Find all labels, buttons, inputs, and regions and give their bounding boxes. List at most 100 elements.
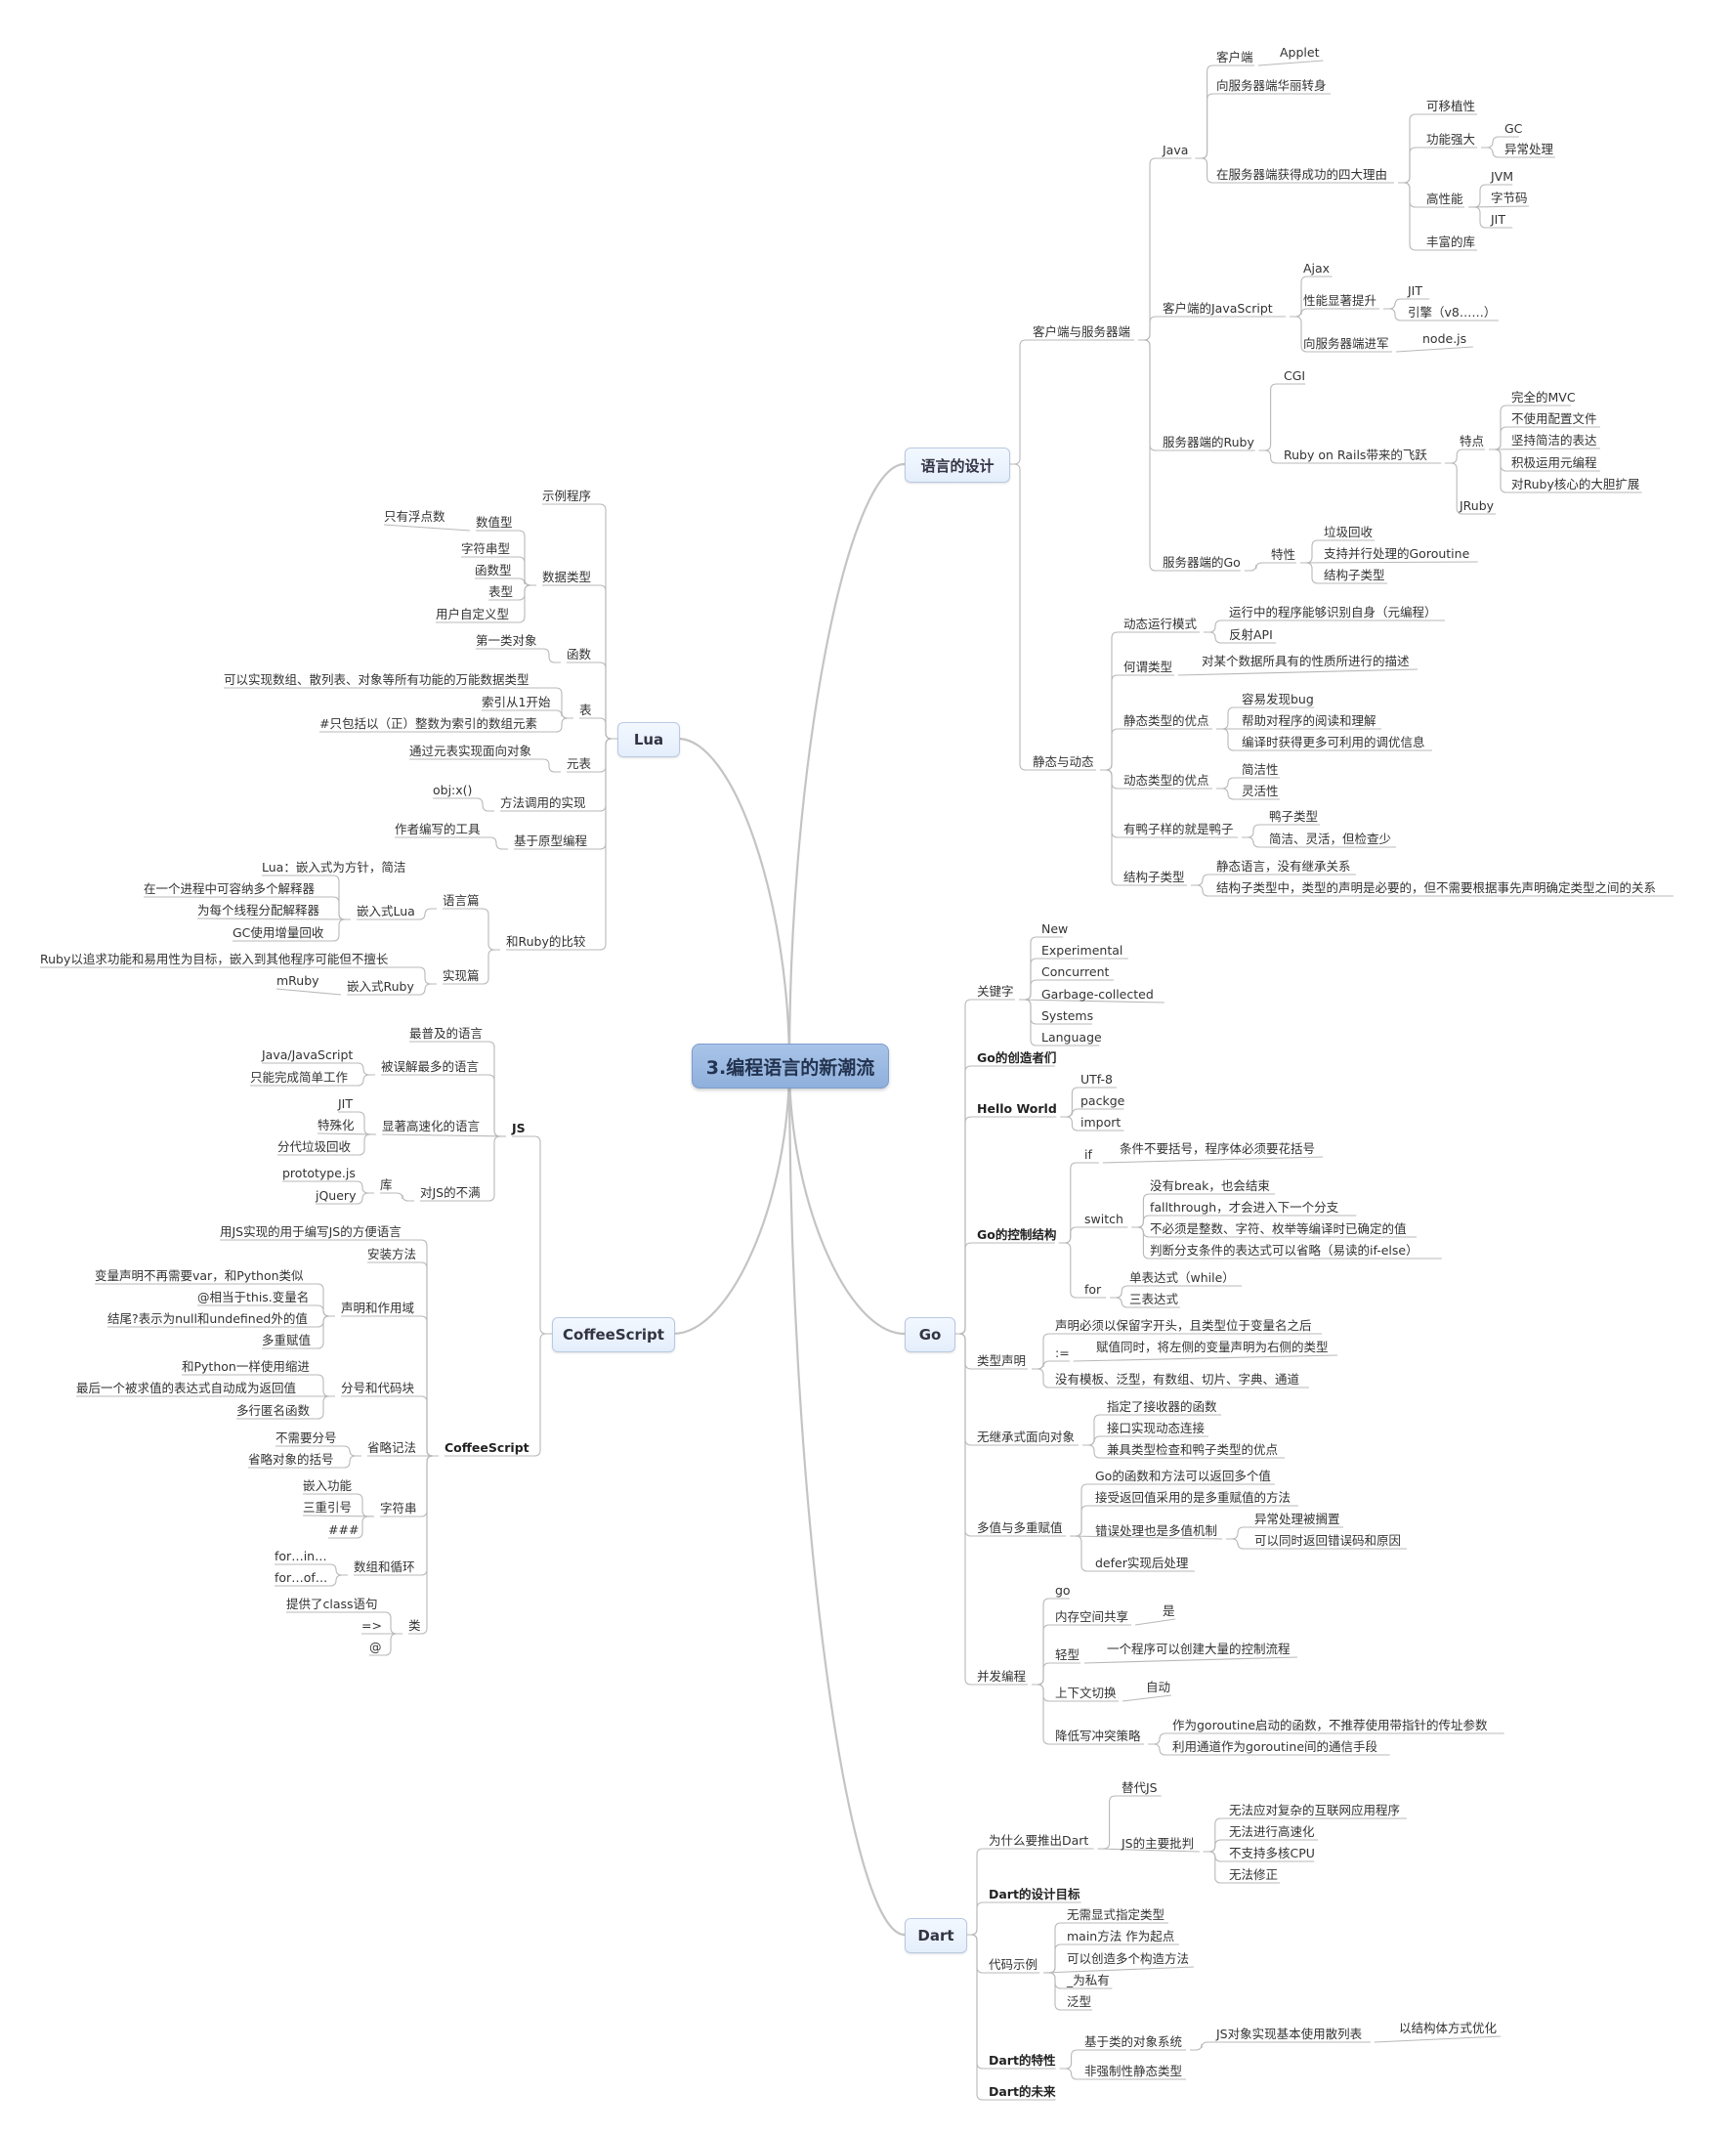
topic-node[interactable]: CGI [1284,368,1306,383]
topic-node[interactable]: Java/JavaScript [262,1047,354,1062]
topic-node[interactable]: 客户端 [1216,50,1253,64]
topic-node[interactable]: 被误解最多的语言 [381,1059,480,1074]
topic-node[interactable]: 异常处理 [1504,142,1554,156]
topic-node[interactable]: 动态运行模式 [1123,617,1198,631]
topic-node[interactable]: 容易发现bug [1242,692,1314,706]
topic-node[interactable]: 特点 [1460,434,1485,448]
topic-node[interactable]: 性能显著提升 [1303,293,1377,308]
topic-node[interactable]: 非强制性静态类型 [1084,2064,1183,2078]
topic-node[interactable]: 嵌入功能 [303,1478,353,1493]
topic-node[interactable]: UTf-8 [1080,1072,1113,1087]
topic-node[interactable]: 自动 [1146,1680,1171,1694]
topic-node[interactable]: 判断分支条件的表达式可以省略（易读的if-else） [1150,1243,1418,1258]
topic-node[interactable]: 结尾?表示为null和undefined外的值 [107,1311,308,1326]
topic-node[interactable]: GC [1504,121,1523,136]
topic-node[interactable]: 不需要分号 [275,1430,337,1445]
topic-node[interactable]: Ajax [1303,261,1331,276]
topic-node[interactable]: 第一类对象 [476,633,537,648]
topic-node[interactable]: main方法 作为起点 [1067,1929,1175,1943]
topic-node[interactable]: Dart的未来 [989,2084,1056,2099]
topic-node[interactable]: 条件不要括号，程序体必须要花括号 [1120,1141,1316,1156]
topic-node[interactable]: switch [1084,1212,1123,1226]
topic-node[interactable]: 分代垃圾回收 [277,1139,352,1154]
topic-node[interactable]: 用JS实现的用于编写JS的方便语言 [220,1224,402,1239]
topic-node[interactable]: go [1055,1583,1071,1598]
topic-node[interactable]: 数值型 [476,515,513,530]
topic-node[interactable]: 只能完成简单工作 [250,1070,349,1085]
topic-node[interactable]: 替代JS [1122,1780,1158,1795]
topic-node[interactable]: 不使用配置文件 [1511,411,1597,426]
topic-node[interactable]: 有鸭子样的就是鸭子 [1123,822,1234,836]
topic-node[interactable]: Go的控制结构 [977,1227,1057,1242]
topic-node[interactable]: 异常处理被搁置 [1254,1512,1340,1526]
topic-node[interactable]: Dart的设计目标 [989,1887,1080,1901]
topic-node[interactable]: 内存空间共享 [1055,1609,1129,1624]
topic-node[interactable]: 对Ruby核心的大胆扩展 [1511,477,1640,491]
topic-node[interactable]: => [361,1618,382,1633]
topic-node[interactable]: 元表 [567,756,592,771]
branch-go[interactable]: Go [905,1317,955,1352]
topic-node[interactable]: JS [512,1121,526,1135]
topic-node[interactable]: mRuby [276,973,319,988]
topic-node[interactable]: 编译时获得更多可利用的调优信息 [1242,735,1425,749]
topic-node[interactable]: 客户端的JavaScript [1163,301,1273,316]
topic-node[interactable]: 函数型 [475,563,512,577]
topic-node[interactable]: import [1080,1115,1122,1130]
topic-node[interactable]: 静态类型的优点 [1123,713,1209,728]
topic-node[interactable]: 作者编写的工具 [395,822,481,836]
topic-node[interactable]: 最后一个被求值的表达式自动成为返回值 [76,1381,297,1395]
topic-node[interactable]: @ [369,1640,382,1654]
topic-node[interactable]: Applet [1280,45,1320,60]
topic-node[interactable]: 表型 [488,584,514,599]
topic-node[interactable]: 无法应对复杂的互联网应用程序 [1229,1803,1401,1817]
topic-node[interactable]: New [1041,921,1069,936]
central-topic[interactable]: 3.编程语言的新潮流 [692,1044,889,1089]
topic-node[interactable]: 结构子类型中，类型的声明是必要的，但不需要根据事先声明确定类型之间的关系 [1216,880,1657,895]
topic-node[interactable]: 库 [380,1177,393,1192]
topic-node[interactable]: 函数 [567,647,592,662]
topic-node[interactable]: 简洁性 [1242,762,1279,777]
topic-node[interactable]: 特殊化 [318,1118,355,1132]
topic-node[interactable]: 字符串型 [461,541,511,556]
topic-node[interactable]: 作为goroutine启动的函数，不推荐使用带指针的传址参数 [1172,1718,1488,1732]
topic-node[interactable]: 无需显式指定类型 [1067,1907,1165,1922]
topic-node[interactable]: 动态类型的优点 [1123,773,1209,788]
topic-node[interactable]: 基于原型编程 [514,833,588,848]
topic-node[interactable]: 为什么要推出Dart [989,1833,1089,1848]
topic-node[interactable]: 对某个数据所具有的性质所进行的描述 [1202,654,1410,668]
topic-node[interactable]: 服务器端的Ruby [1163,435,1254,449]
topic-node[interactable]: 显著高速化的语言 [382,1119,481,1133]
topic-node[interactable]: 字符串 [380,1501,417,1516]
topic-node[interactable]: 对JS的不满 [420,1185,481,1200]
topic-node[interactable]: 嵌入式Lua [357,904,415,918]
topic-node[interactable]: 运行中的程序能够识别自身（元编程） [1229,605,1437,619]
topic-node[interactable]: 是 [1163,1603,1175,1618]
topic-node[interactable]: 不必须是整数、字符、枚举等编译时已确定的值 [1150,1221,1407,1236]
topic-node[interactable]: node.js [1422,331,1467,346]
topic-node[interactable]: obj:x() [433,783,473,797]
topic-node[interactable]: 安装方法 [367,1247,417,1261]
branch-language-design[interactable]: 语言的设计 [905,448,1010,483]
topic-node[interactable]: 通过元表实现面向对象 [409,744,532,758]
topic-node[interactable]: 帮助对程序的阅读和理解 [1242,713,1376,728]
topic-node[interactable]: 结构子类型 [1324,568,1385,582]
topic-node[interactable]: 支持并行处理的Goroutine [1324,546,1470,561]
topic-node[interactable]: 可以创造多个构造方法 [1067,1951,1190,1966]
topic-node[interactable]: _为私有 [1067,1973,1110,1987]
topic-node[interactable]: 灵活性 [1242,784,1279,798]
topic-node[interactable]: 实现篇 [443,968,480,983]
topic-node[interactable]: 降低写冲突策略 [1055,1729,1141,1743]
topic-node[interactable]: 服务器端的Go [1163,555,1241,570]
topic-node[interactable]: ### [328,1522,360,1537]
topic-node[interactable]: 向服务器端华丽转身 [1216,78,1327,93]
topic-node[interactable]: defer实现后处理 [1095,1556,1189,1570]
topic-node[interactable]: 在服务器端获得成功的四大理由 [1216,167,1388,182]
topic-node[interactable]: 垃圾回收 [1324,525,1374,539]
topic-node[interactable]: 静态与动态 [1033,754,1094,769]
topic-node[interactable]: 丰富的库 [1426,235,1476,249]
topic-node[interactable]: 变量声明不再需要var，和Python类似 [95,1268,304,1283]
topic-node[interactable]: 没有模板、泛型，有数组、切片、字典、通道 [1055,1372,1300,1387]
topic-node[interactable]: #只包括以（正）整数为索引的数组元素 [319,716,537,731]
topic-node[interactable]: 类型声明 [977,1353,1027,1368]
topic-node[interactable]: 多重赋值 [262,1333,312,1347]
